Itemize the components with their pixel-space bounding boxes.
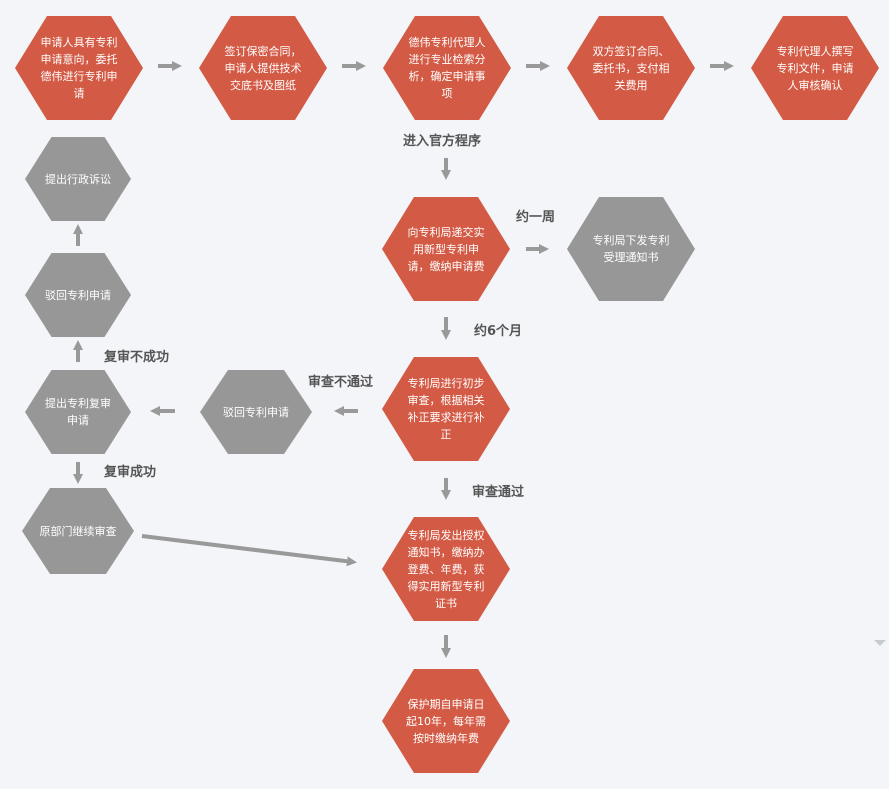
step-n9-text: 驳回专利申请 [223,405,289,419]
step-n12-text: 提出行政诉讼 [45,172,111,186]
label-review-pass: 审查通过 [472,485,525,500]
label-six-months: 约6个月 [474,324,523,339]
step-n11-text: 驳回专利申请 [45,288,111,302]
label-reexam-ok: 复审成功 [104,465,157,480]
step-n6-text: 向专利局递交实用新型专利申请，缴纳申请费 [407,225,485,273]
step-n1-text: 申请人具有专利申请意向，委托德伟进行专利申请 [40,36,118,100]
step-n6-hex: 向专利局递交实用新型专利申请，缴纳申请费 [382,197,510,301]
step-n14-text: 专利局发出授权通知书，缴纳办登费、年费，获得实用新型专利证书 [407,528,485,610]
step-n8-hex: 专利局进行初步审查，根据相关补正要求进行补正 [382,357,510,461]
step-n7-text: 专利局下发专利受理通知书 [592,234,670,264]
step-n2-text: 签订保密合同，申请人提供技术交底书及图纸 [224,44,302,92]
label-official: 进入官方程序 [403,134,482,149]
step-n3-hex: 德伟专利代理人进行专业检索分析，确定申请事项 [383,16,511,120]
step-n1-hex: 申请人具有专利申请意向，委托德伟进行专利申请 [15,16,143,120]
label-review-fail: 审查不通过 [308,375,374,390]
step-n3-text: 德伟专利代理人进行专业检索分析，确定申请事项 [408,36,486,100]
label-week: 约一周 [516,210,556,225]
step-n8-text: 专利局进行初步审查，根据相关补正要求进行补正 [407,377,485,441]
label-reexam-fail: 复审不成功 [104,350,170,365]
step-n10-text: 提出专利复审申请 [45,397,111,427]
step-n5-text: 专利代理人撰写专利文件，申请人审核确认 [776,44,854,92]
arrow-n13-n14 [141,534,357,567]
step-n13-text: 原部门继续审查 [39,524,117,538]
step-n4-text: 双方签订合同、委托书，支付相关费用 [592,44,670,92]
step-n15-text: 保护期自申请日起10年，每年需按时缴纳年费 [406,697,486,745]
chevron-down-icon [874,640,886,646]
